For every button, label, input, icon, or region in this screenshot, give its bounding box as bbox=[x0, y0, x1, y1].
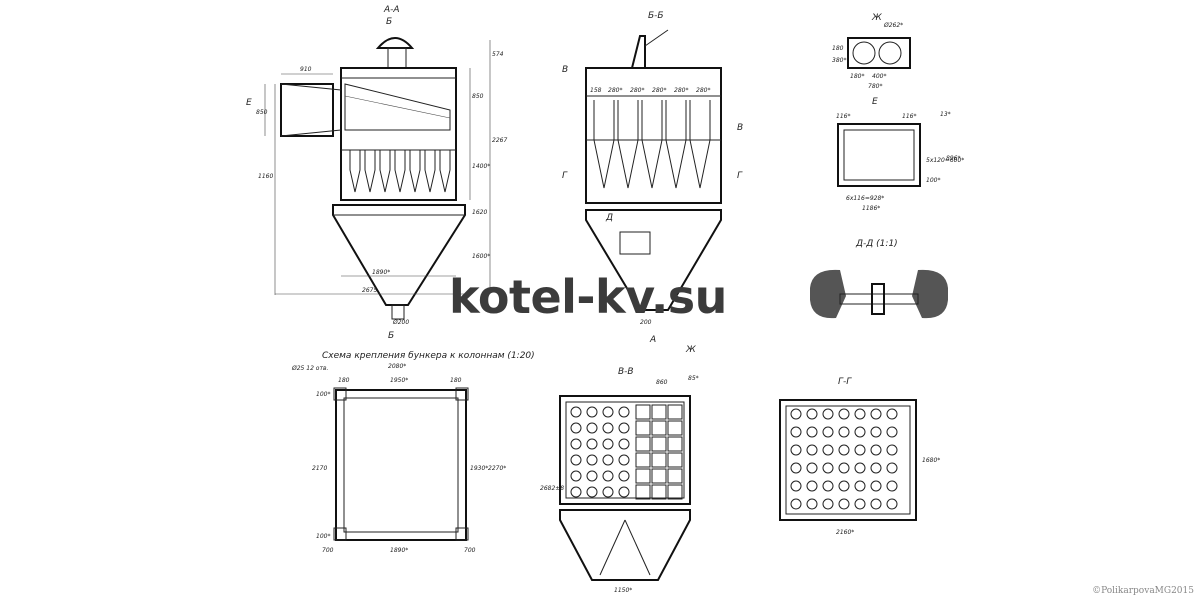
front-cyclone-tubes bbox=[593, 100, 711, 189]
section-vv: В-В 860 85* 2682±8 1150* bbox=[540, 367, 699, 594]
dim-aa-7: 1620 bbox=[472, 209, 487, 216]
bunker-scheme: Схема крепления бункера к колоннам (1:20… bbox=[291, 351, 535, 554]
cyclone-elements bbox=[349, 149, 451, 193]
dim-bb-2: 280* bbox=[630, 87, 644, 94]
dim-bs-0: 2080* bbox=[388, 363, 406, 370]
view-zh-caption: Ж bbox=[871, 13, 882, 23]
dim-vv-3: 1150* bbox=[614, 587, 632, 594]
tube-grid-right bbox=[635, 404, 683, 500]
dim-aa-9: 2675 bbox=[362, 287, 377, 294]
dim-bs-6: 1930* bbox=[470, 465, 488, 472]
view-e-caption: Е bbox=[872, 97, 878, 107]
dim-vv-1: 85* bbox=[688, 375, 699, 382]
dim-e-2: 13* bbox=[940, 111, 951, 118]
dim-aa-0: 910 bbox=[300, 66, 312, 73]
view-zh-mark: Ж bbox=[685, 345, 696, 355]
dim-aa-4: 1160 bbox=[258, 173, 273, 180]
dim-e-6: 5x120=600* bbox=[926, 157, 964, 164]
dim-vv-0: 860 bbox=[656, 379, 668, 386]
section-dd-caption: Д-Д (1:1) bbox=[855, 239, 898, 249]
dim-bb-0: 158 bbox=[590, 87, 602, 94]
dim-aa-11: Ø200 bbox=[392, 319, 409, 326]
dim-aa-3: 2267 bbox=[492, 137, 507, 144]
section-vv-caption: В-В bbox=[618, 367, 634, 377]
section-b-mark-bottom: Б bbox=[388, 331, 394, 341]
bunker-scheme-caption: Схема крепления бункера к колоннам (1:20… bbox=[322, 351, 535, 361]
section-a-mark: А bbox=[649, 335, 656, 345]
dim-bb-5: 280* bbox=[696, 87, 710, 94]
section-v-mark-2: В bbox=[737, 123, 743, 133]
dim-e-0: 116* bbox=[836, 113, 850, 120]
dim-bs-2: 1950* bbox=[390, 377, 408, 384]
dim-vv-2: 2682±8 bbox=[540, 485, 564, 492]
dim-zh-1: 180 bbox=[832, 45, 844, 52]
dim-aa-2: 850 bbox=[472, 93, 484, 100]
site-watermark: kotel-kv.su bbox=[449, 270, 727, 324]
section-g-mark-1: Г bbox=[562, 171, 568, 181]
section-gg: Г-Г 1680* 2160* bbox=[779, 377, 940, 536]
dim-aa-8: 1890* bbox=[372, 269, 390, 276]
dim-e-7: 100* bbox=[926, 177, 940, 184]
dim-bs-4: 100* bbox=[316, 391, 330, 398]
dim-zh-2: 180* bbox=[850, 73, 864, 80]
dim-aa-1: 574 bbox=[492, 51, 504, 58]
dim-bs-7: 2270* bbox=[488, 465, 506, 472]
dim-zh-3: 400* bbox=[872, 73, 886, 80]
dim-bs-3: 180 bbox=[450, 377, 462, 384]
dim-zh-5: 380* bbox=[832, 57, 846, 64]
dim-bb-4: 280* bbox=[674, 87, 688, 94]
dim-e-5: 896* bbox=[946, 155, 960, 162]
dim-zh-4: 780* bbox=[868, 83, 882, 90]
copyright-notice: ©PolikarpovaMG2015 bbox=[1092, 586, 1194, 596]
bunker-scheme-note: Ø25 12 отв. bbox=[291, 365, 329, 372]
dim-gg-0: 1680* bbox=[922, 457, 940, 464]
dim-bb-6: 200 bbox=[640, 319, 652, 326]
dim-aa-10: 1600* bbox=[472, 253, 490, 260]
dim-bs-8: 100* bbox=[316, 533, 330, 540]
dim-zh-0: Ø262* bbox=[883, 22, 903, 29]
dim-gg-1: 2160* bbox=[836, 529, 854, 536]
section-bb-view: Б-Б В В Г Г Д А Ж 158 280* 280* 280* 280… bbox=[562, 11, 743, 355]
gg-tube-grid bbox=[790, 408, 898, 510]
dim-bb-3: 280* bbox=[652, 87, 666, 94]
dim-bs-1: 180 bbox=[338, 377, 350, 384]
section-d-mark: Д bbox=[605, 213, 613, 223]
view-e: Е 116* 116* 13* 6x116=928* 1186* 896* 5x… bbox=[836, 97, 964, 212]
section-g-mark-2: Г bbox=[737, 171, 743, 181]
dim-e-3: 6x116=928* bbox=[846, 195, 884, 202]
dim-aa-5: 850 bbox=[256, 109, 268, 116]
section-bb-caption: Б-Б bbox=[648, 11, 664, 21]
view-zh: Ж Ø262* 180 180* 400* 780* 380* bbox=[832, 13, 911, 90]
dim-bs-11: 700 bbox=[464, 547, 476, 554]
dim-e-4: 1186* bbox=[862, 205, 880, 212]
dim-aa-6: 1400* bbox=[472, 163, 490, 170]
dim-bb-1: 280* bbox=[608, 87, 622, 94]
section-gg-caption: Г-Г bbox=[838, 377, 852, 387]
tube-grid-left bbox=[570, 406, 630, 498]
section-v-mark-1: В bbox=[562, 65, 568, 75]
dim-bs-10: 700 bbox=[322, 547, 334, 554]
dim-bs-5: 2170 bbox=[312, 465, 327, 472]
section-aa-caption: А-А bbox=[383, 5, 400, 15]
section-e-mark: Е bbox=[246, 98, 252, 108]
dim-e-1: 116* bbox=[902, 113, 916, 120]
section-b-mark-top: Б bbox=[386, 17, 392, 27]
section-aa-view: А-А Б Е Б bbox=[246, 5, 507, 341]
section-dd: Д-Д (1:1) bbox=[810, 239, 948, 319]
dim-bs-9: 1890* bbox=[390, 547, 408, 554]
